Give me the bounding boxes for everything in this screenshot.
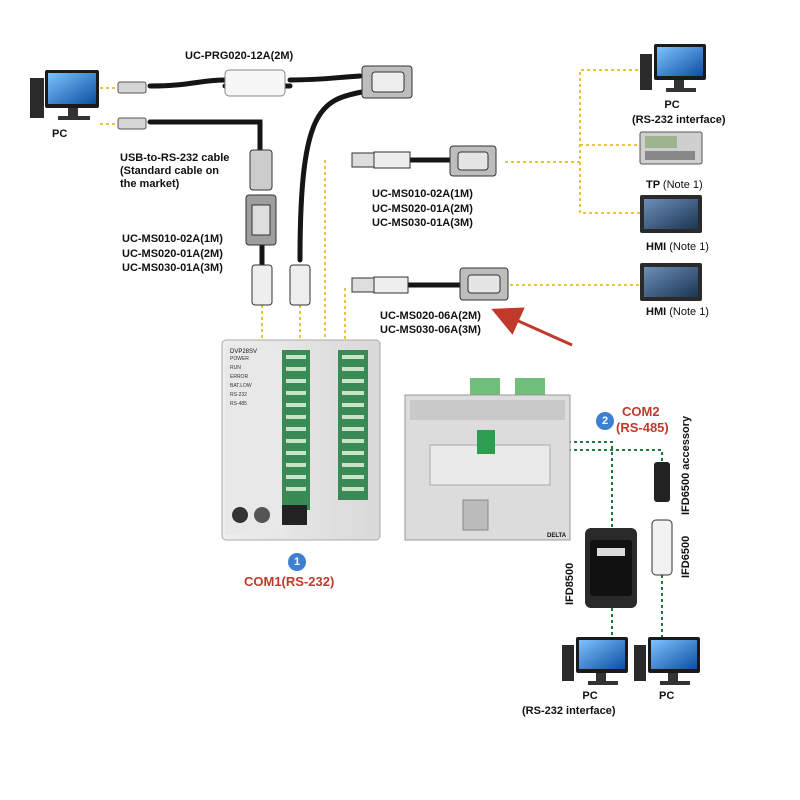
ms-06a-label-1: UC-MS020-06A(2M) — [380, 310, 481, 322]
converter-icon — [585, 528, 637, 608]
plc-status-item: BAT.LOW — [230, 383, 252, 389]
rs485-lines — [490, 441, 663, 642]
hmi2-name: HMI — [646, 306, 667, 318]
cable-to-plc-right — [297, 89, 365, 263]
plc-status-item: RUN — [230, 365, 241, 371]
com2-label: COM2 — [622, 404, 660, 419]
ms-left-label-2: UC-MS020-01A(2M) — [122, 248, 223, 260]
usb-cable-label-1: USB-to-RS-232 cable — [120, 152, 230, 164]
prg-cable-top2 — [287, 73, 363, 83]
com2-sub: (RS-485) — [616, 420, 669, 435]
ms-left-label-1: UC-MS010-02A(1M) — [122, 233, 223, 245]
ms010-cable-icon — [351, 145, 497, 177]
tp-name: TP — [646, 179, 660, 191]
pc-bottom-right-label: PC — [659, 690, 675, 702]
hmi1-name: HMI — [646, 241, 667, 253]
rs485-line-ifd6500 — [490, 449, 663, 462]
ms-left-label-3: UC-MS030-01A(3M) — [122, 262, 223, 274]
tp-note: (Note 1) — [662, 179, 703, 191]
hmi2-note: (Note 1) — [669, 306, 709, 318]
rs485-line-ifd8500 — [490, 441, 613, 528]
pc-icon — [30, 70, 99, 120]
prg-converter-icon — [224, 69, 286, 97]
plc-status-item: POWER — [230, 356, 249, 362]
usb-connector-icon — [117, 81, 147, 130]
hmi-icon — [640, 263, 702, 301]
usb-cable — [147, 119, 263, 153]
hmi1-label: HMI (Note 1) — [646, 241, 709, 254]
prg-cable-label: UC-PRG020-12A(2M) — [185, 50, 294, 62]
com1-label: COM1(RS-232) — [244, 574, 335, 589]
pc-icon — [634, 637, 700, 685]
pc-right-title: PC — [664, 99, 680, 111]
plc-status-list: POWER RUN ERROR BAT.LOW RS-232 RS-485 — [230, 355, 252, 409]
prg-cable-top — [147, 77, 228, 89]
converter-icon — [651, 462, 673, 576]
ms-mid-label-3: UC-MS030-01A(3M) — [372, 217, 473, 229]
plc-status-item: RS-485 — [230, 401, 247, 407]
tp-label: TP (Note 1) — [646, 179, 703, 192]
usb-cable-label-2: (Standard cable on — [120, 165, 220, 177]
hmi2-label: HMI (Note 1) — [646, 306, 709, 319]
plc-status-item: RS-232 — [230, 392, 247, 398]
rs232-line-right-bus — [505, 69, 640, 163]
usb-rs232-converter-icon — [245, 149, 277, 246]
plc-model: DVP28SV — [230, 349, 258, 355]
ifd6500-accessory-label: IFD6500 accessory — [680, 415, 692, 515]
hmi1-note: (Note 1) — [669, 241, 709, 253]
pc-bottom-left-sub: (RS-232 interface) — [522, 705, 616, 717]
mini-din-connectors — [251, 264, 311, 306]
ms-mid-label-1: UC-MS010-02A(1M) — [372, 188, 473, 200]
ms-mid-label-2: UC-MS020-01A(2M) — [372, 203, 473, 215]
com1-badge: 1 — [288, 553, 306, 571]
pc-bottom-left-title: PC — [582, 690, 598, 702]
tp-icon — [639, 131, 703, 165]
rs232-connector-icon — [361, 65, 413, 99]
ms-06a-label-2: UC-MS030-06A(3M) — [380, 324, 481, 336]
plc-icon — [221, 339, 381, 541]
pc-icon — [640, 44, 706, 92]
rs232-line-right-hmi1 — [579, 162, 640, 214]
usb-cable-label-3: the market) — [120, 178, 180, 190]
pointer-arrow — [491, 307, 573, 347]
ms06a-cable-icon — [351, 267, 509, 301]
com2-badge: 2 — [596, 412, 614, 430]
ifd6500-label: IFD6500 — [680, 535, 692, 578]
io-module-icon — [404, 378, 571, 541]
plc-status-item: ERROR — [230, 374, 249, 380]
module-brand: DELTA — [547, 533, 567, 539]
ifd8500-label: IFD8500 — [564, 562, 576, 605]
pc-icon — [562, 637, 628, 685]
pc-right-sub: (RS-232 interface) — [632, 114, 726, 126]
pc-top-left-label: PC — [52, 128, 68, 140]
hmi-icon — [640, 195, 702, 233]
